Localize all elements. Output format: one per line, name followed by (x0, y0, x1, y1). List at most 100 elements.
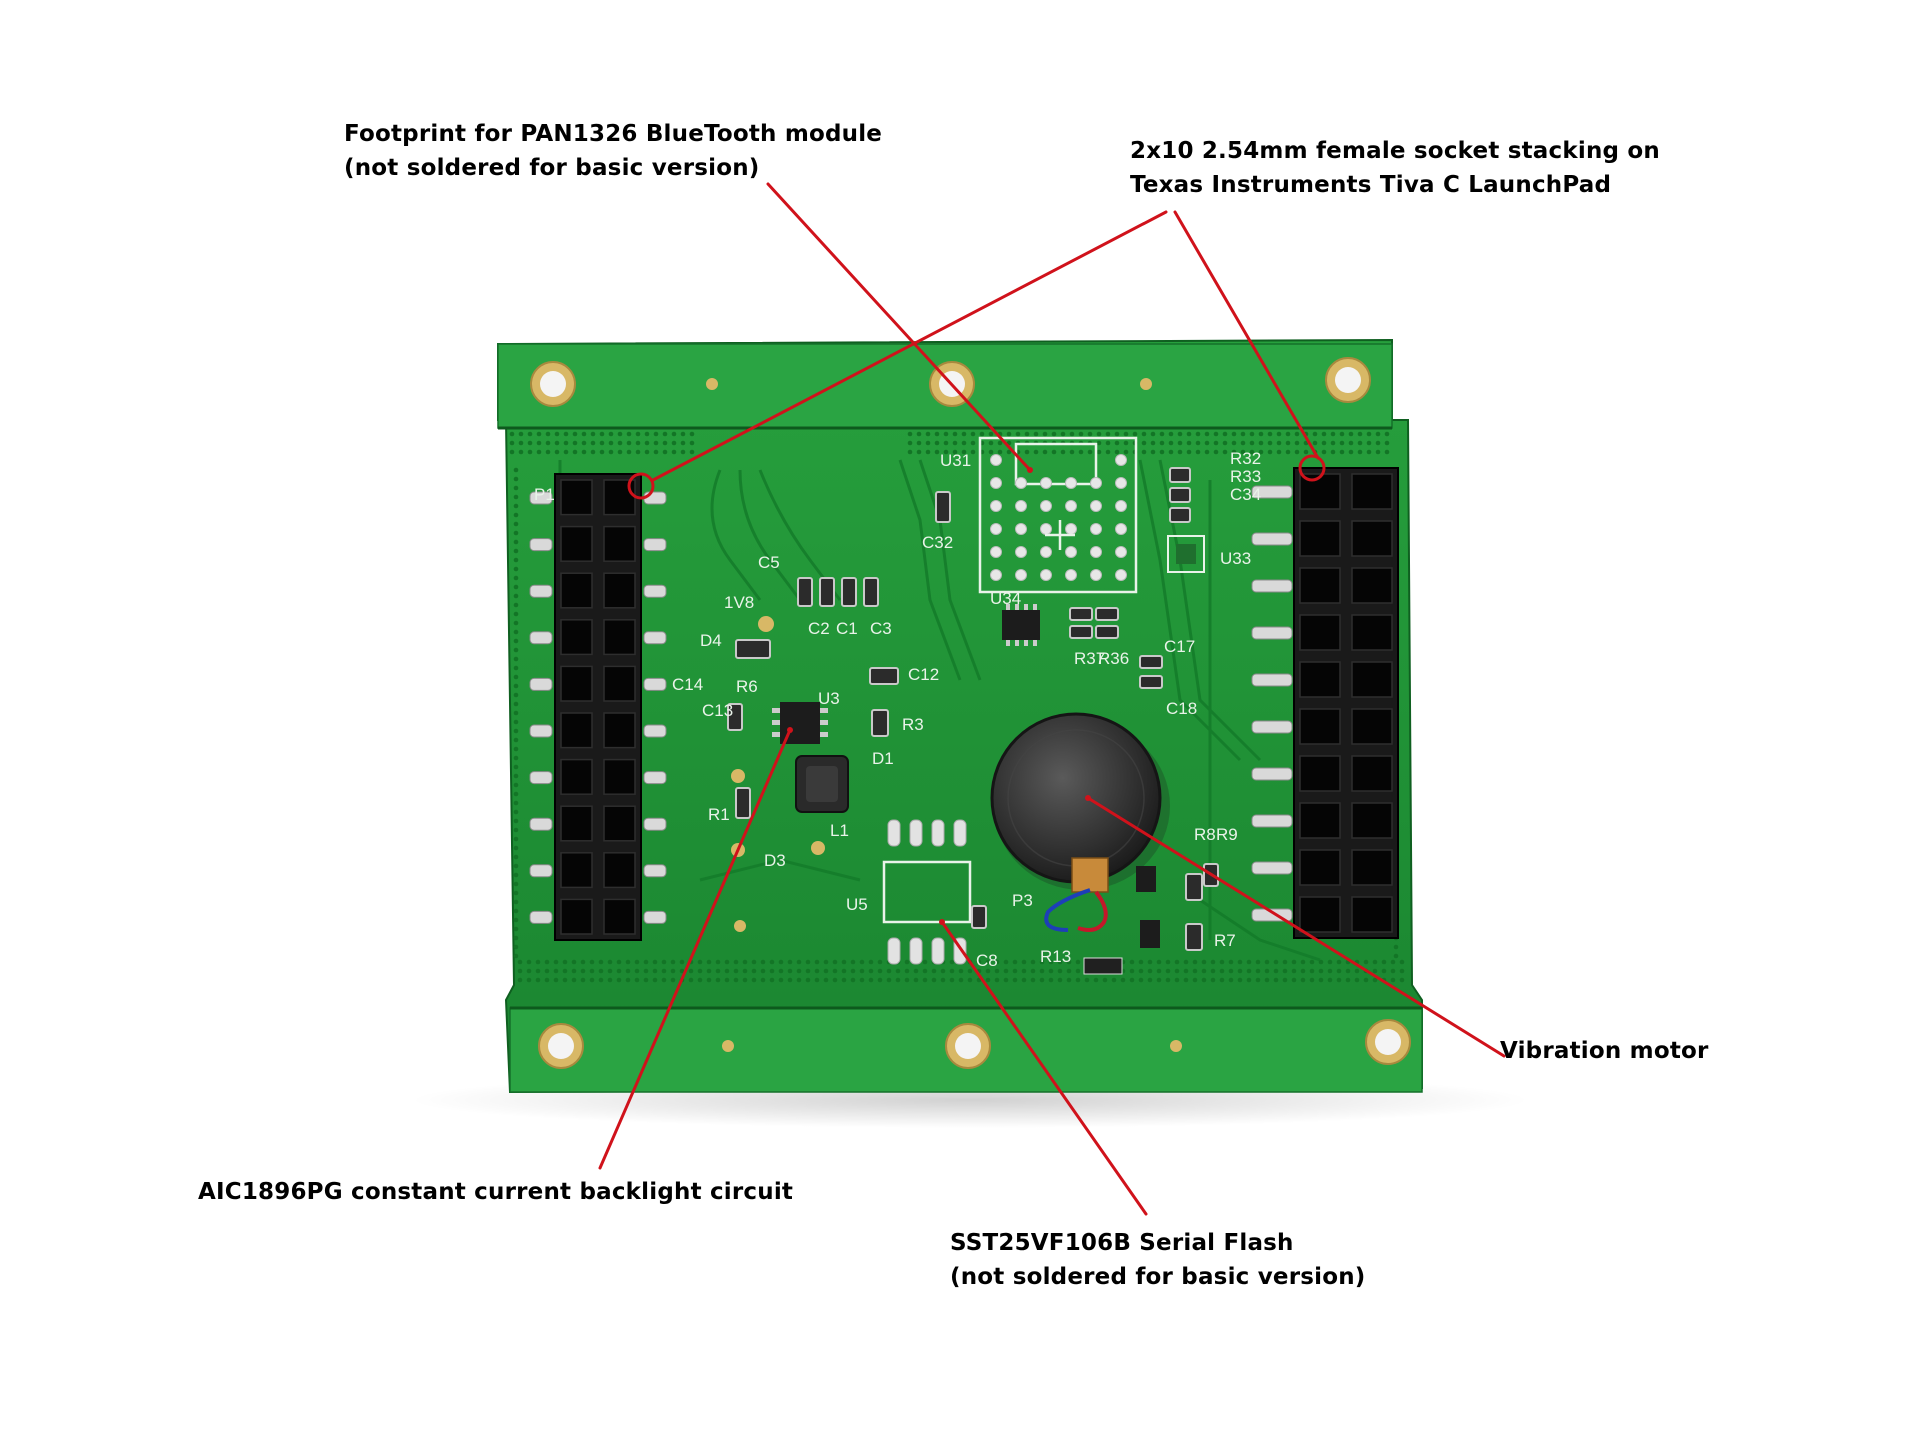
leader-backlight (598, 728, 792, 1170)
header-socket-hole (1351, 896, 1393, 933)
header-socket-hole (603, 712, 636, 749)
header-pin (529, 771, 553, 785)
header-pin (643, 491, 667, 505)
header-pin (1251, 579, 1293, 593)
right-header-socket (1251, 467, 1399, 939)
header-socket-hole (1299, 661, 1341, 698)
header-socket-hole (560, 619, 593, 656)
bga-pad (990, 477, 1002, 489)
bga-pad (990, 523, 1002, 535)
bga-pad (1115, 477, 1127, 489)
bga-pad (1015, 500, 1027, 512)
header-socket-hole (603, 898, 636, 935)
silkscreen-label: C8 (976, 951, 998, 970)
bga-pad (1065, 477, 1077, 489)
header-socket-hole (603, 572, 636, 609)
header-socket-hole (603, 758, 636, 795)
header-socket-hole (1351, 802, 1393, 839)
header-socket-hole (1299, 708, 1341, 745)
header-pin (643, 538, 667, 552)
header-socket-hole (603, 619, 636, 656)
silkscreen-label: R3 (902, 715, 924, 734)
flash-pad (909, 937, 923, 965)
ic-u34 (1002, 604, 1040, 646)
bga-pad (1040, 569, 1052, 581)
bga-pad (990, 454, 1002, 466)
bga-pad (1115, 454, 1127, 466)
callout-serial-flash: SST25VF106B Serial Flash (not soldered f… (950, 1226, 1366, 1294)
silkscreen-label: R7 (1214, 931, 1236, 950)
header-socket-hole (1351, 567, 1393, 604)
header-socket-hole (1351, 473, 1393, 510)
header-pin (529, 864, 553, 878)
smd-component (797, 577, 813, 607)
header-socket-hole (560, 712, 593, 749)
silkscreen-label: C14 (672, 675, 703, 694)
flash-pad (909, 819, 923, 847)
header-socket-hole (560, 572, 593, 609)
smd-component (735, 787, 751, 819)
callout-socket-line2: Texas Instruments Tiva C LaunchPad (1130, 172, 1612, 198)
small-via-pad (722, 1040, 734, 1052)
bga-pad (1090, 523, 1102, 535)
header-socket-hole (1299, 896, 1341, 933)
test-point (734, 920, 746, 932)
test-point (811, 841, 825, 855)
flash-pad (953, 819, 967, 847)
callout-flash-line1: SST25VF106B Serial Flash (950, 1230, 1294, 1256)
bga-pad (990, 500, 1002, 512)
marker-left-pin1 (627, 472, 655, 500)
bga-pad (1040, 546, 1052, 558)
smd-component (869, 667, 899, 685)
ic-u3-aic1896 (772, 702, 828, 744)
silkscreen-label: R32 (1230, 449, 1261, 468)
header-socket-hole (560, 758, 593, 795)
header-pin (529, 538, 553, 552)
silkscreen-label: U34 (990, 589, 1021, 608)
smd-component (1169, 507, 1191, 523)
smd-component (1169, 487, 1191, 503)
header-socket-hole (560, 805, 593, 842)
header-pin (643, 864, 667, 878)
leader-socket-right (1173, 210, 1320, 460)
leader-flash (940, 920, 1148, 1216)
header-pin (529, 584, 553, 598)
smd-component (1069, 625, 1093, 639)
bga-pad (1040, 477, 1052, 489)
header-socket-hole (1299, 520, 1341, 557)
smd-component (1185, 923, 1203, 951)
silkscreen-label: 1V8 (724, 593, 754, 612)
smd-component (1095, 607, 1119, 621)
header-pin (643, 910, 667, 924)
header-pin (1251, 532, 1293, 546)
silkscreen-label: P1 (534, 485, 555, 504)
bga-pad (1065, 569, 1077, 581)
bga-pad (1040, 500, 1052, 512)
silkscreen-label: R36 (1098, 649, 1129, 668)
flash-pad (887, 819, 901, 847)
header-pin (1251, 814, 1293, 828)
left-header-socket (529, 473, 667, 941)
header-socket-hole (1299, 849, 1341, 886)
annotation-lines (598, 182, 1506, 1216)
bt-footprint-u31 (978, 436, 1138, 594)
bga-pad (1115, 500, 1127, 512)
header-pin (529, 910, 553, 924)
smd-component (1169, 467, 1191, 483)
header-socket-hole (560, 852, 593, 889)
header-pin (1251, 861, 1293, 875)
silkscreen-label: C12 (908, 665, 939, 684)
bga-pad (1090, 477, 1102, 489)
bga-pad (990, 569, 1002, 581)
smd-component (1139, 655, 1163, 669)
silkscreen-label: R9 (1216, 825, 1238, 844)
callout-female-socket: 2x10 2.54mm female socket stacking on Te… (1130, 134, 1660, 202)
header-socket-hole (1299, 755, 1341, 792)
silkscreen-label: R13 (1040, 947, 1071, 966)
silkscreen-label: C18 (1166, 699, 1197, 718)
bga-pad (1015, 477, 1027, 489)
callout-flash-line2: (not soldered for basic version) (950, 1264, 1366, 1290)
header-socket-hole (560, 525, 593, 562)
